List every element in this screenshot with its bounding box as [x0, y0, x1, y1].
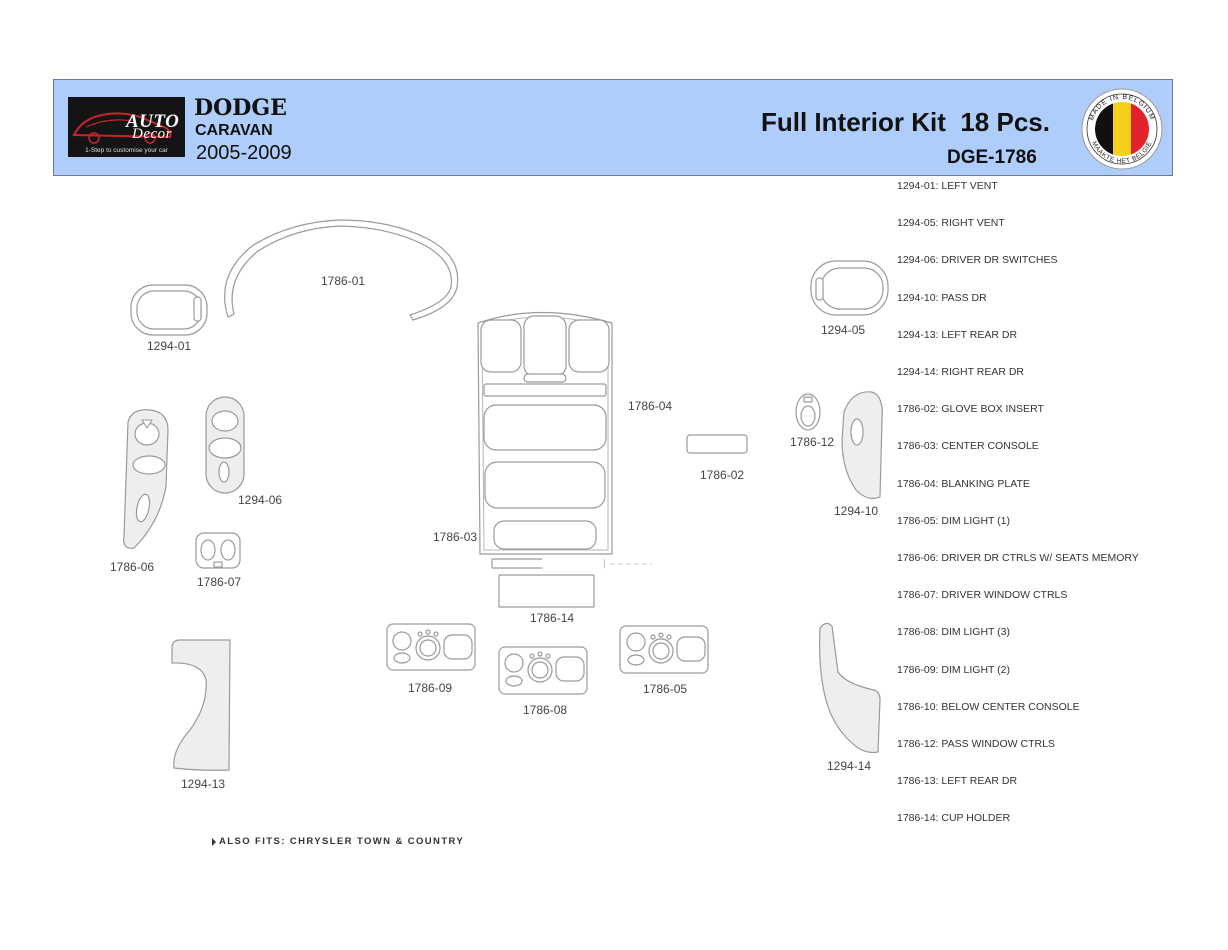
vehicle-make: DODGE [194, 95, 287, 121]
legend-item: 1786-13: LEFT REAR DR [897, 775, 1018, 788]
label-1786-02: 1786-02 [700, 468, 744, 482]
legend-item: 1294-05: RIGHT VENT [897, 217, 1005, 230]
legend-item: 1294-10: PASS DR [897, 291, 987, 304]
belgium-flag-icon [1095, 102, 1149, 156]
label-1294-10: 1294-10 [834, 504, 878, 518]
part-1294-14 [819, 622, 881, 754]
header-banner: AUTO Decor 1-Step to customise your car … [53, 79, 1173, 176]
part-1786-05 [619, 625, 709, 674]
part-1294-01 [130, 284, 208, 336]
legend-item: 1786-04: BLANKING PLATE [897, 477, 1030, 490]
legend-item: 1786-02: GLOVE BOX INSERT [897, 403, 1044, 416]
label-1786-08: 1786-08 [523, 703, 567, 717]
label-1294-01: 1294-01 [147, 339, 191, 353]
legend-item: 1786-09: DIM LIGHT (2) [897, 663, 1011, 676]
legend-item: 1786-10: BELOW CENTER CONSOLE [897, 700, 1080, 713]
legend-item: 1786-14: CUP HOLDER [897, 812, 1011, 825]
label-1294-13: 1294-13 [181, 777, 225, 791]
kit-sku: DGE-1786 [947, 147, 1037, 168]
kit-title: Full Interior Kit 18 Pcs. [761, 107, 1050, 137]
made-in-belgium-badge: MADE IN BELGIUM MAAKTE HET BELGIË [1081, 88, 1163, 170]
label-1786-03: 1786-03 [433, 530, 477, 544]
part-1786-03 [477, 311, 613, 555]
part-1786-08 [498, 646, 588, 695]
legend-item: 1294-01: LEFT VENT [897, 180, 998, 192]
label-1786-14: 1786-14 [530, 611, 574, 625]
also-fits-text: ALSO FITS: CHRYSLER TOWN & COUNTRY [219, 836, 465, 847]
label-1786-09: 1786-09 [408, 681, 452, 695]
also-fits-note: ALSO FITS: CHRYSLER TOWN & COUNTRY [211, 836, 464, 847]
part-1786-14 [498, 574, 595, 608]
part-1294-13 [171, 639, 231, 771]
legend-item: 1786-12: PASS WINDOW CTRLS [897, 738, 1055, 750]
part-1786-09 [386, 623, 476, 671]
vehicle-model: CARAVAN [195, 122, 273, 139]
label-1786-07: 1786-07 [197, 575, 241, 589]
legend-item: 1786-05: DIM LIGHT (1) [897, 514, 1011, 527]
part-1294-10 [841, 391, 883, 500]
legend-item: 1294-06: DRIVER DR SWITCHES [897, 254, 1058, 267]
logo-wordmark: AUTO Decor [126, 112, 179, 142]
legend-item: 1294-13: LEFT REAR DR [897, 328, 1018, 341]
brand-logo: AUTO Decor 1-Step to customise your car [68, 97, 185, 157]
part-1294-05 [810, 260, 889, 316]
label-1786-12: 1786-12 [790, 435, 834, 449]
label-1786-05: 1786-05 [643, 682, 687, 696]
label-1294-14: 1294-14 [827, 759, 871, 773]
logo-word-auto: AUTO [126, 111, 180, 132]
logo-word-decor: Decor [132, 126, 172, 142]
legend-item: 1786-03: CENTER CONSOLE [897, 440, 1039, 453]
vehicle-years: 2005-2009 [196, 142, 292, 164]
label-1294-05: 1294-05 [821, 323, 865, 337]
part-1786-12 [795, 393, 821, 431]
car-silhouette-icon [72, 112, 172, 144]
logo-tagline: 1-Step to customise your car [85, 147, 168, 154]
part-1786-06 [123, 409, 169, 549]
label-1786-01: 1786-01 [321, 274, 365, 288]
label-1786-04: 1786-04 [628, 399, 672, 413]
arrow-right-icon [212, 838, 216, 846]
legend-item: 1294-14: RIGHT REAR DR [897, 366, 1025, 378]
part-1786-07 [195, 532, 241, 569]
label-1294-06: 1294-06 [238, 493, 282, 507]
part-1786-02 [686, 434, 748, 454]
part-1294-06 [205, 396, 245, 494]
part-1786-01 [224, 219, 459, 321]
label-1786-06: 1786-06 [110, 560, 154, 574]
legend-item: 1786-08: DIM LIGHT (3) [897, 626, 1011, 639]
legend-item: 1786-06: DRIVER DR CTRLS W/ SEATS MEMORY [897, 552, 1139, 564]
legend-item: 1786-07: DRIVER WINDOW CTRLS [897, 589, 1068, 602]
